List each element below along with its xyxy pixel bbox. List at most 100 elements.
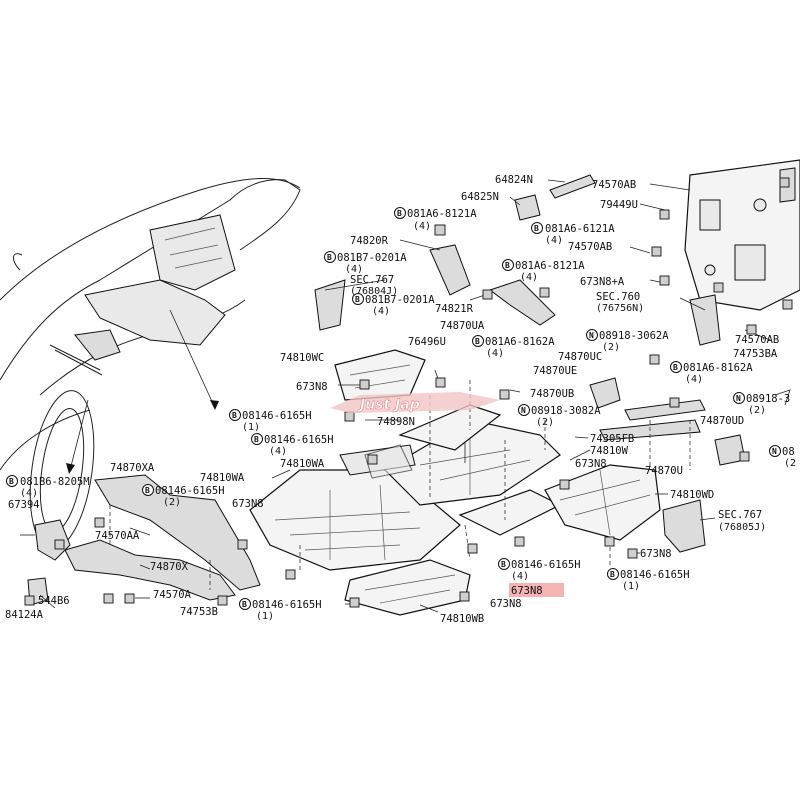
label-74870UB: 74870UB: [530, 388, 574, 400]
label-74810WA-b: 74810WA: [200, 472, 245, 484]
label-673N8-b: 673N8: [575, 458, 607, 470]
label-84124A: 84124A: [5, 609, 44, 621]
n-marker-letter: N: [521, 406, 526, 415]
label-64825N: 64825N: [461, 191, 499, 203]
label-sec767-b: SEC.767: [718, 509, 762, 521]
bolt-marker-letter: B: [327, 253, 332, 262]
watermark: Just Jap: [330, 392, 500, 413]
qty: (4): [511, 571, 529, 582]
qty: (4): [20, 488, 38, 499]
bolt-marker-letter: B: [534, 224, 539, 233]
label-74870X: 74870X: [150, 561, 189, 573]
bolt-marker: [352, 293, 364, 305]
callout-arrows: [66, 309, 219, 474]
bolt-marker-letter: B: [397, 209, 402, 218]
label-74570AB-top: 74570AB: [592, 179, 636, 191]
bolt-marker: [324, 251, 336, 263]
qty: (4): [545, 235, 563, 246]
bolt-marker-letter: B: [475, 337, 480, 346]
bolt-marker-letter: B: [355, 295, 360, 304]
label-74570AA: 74570AA: [95, 530, 140, 542]
label-74810WD: 74810WD: [670, 489, 714, 501]
label-08918-3082A: 08918-3082A: [531, 405, 601, 417]
label-76496U: 76496U: [408, 336, 446, 348]
bolt-marker-letter: B: [254, 435, 259, 444]
label-673N8-A: 673N8+A: [580, 276, 625, 288]
bolt-marker: [531, 222, 543, 234]
label-74753BA: 74753BA: [733, 348, 778, 360]
bolt-marker: [607, 568, 619, 580]
bolt-marker: [142, 484, 154, 496]
label-74810WA-a: 74810WA: [280, 458, 325, 470]
label-081A6-8121A-b: 081A6-8121A: [515, 260, 585, 272]
n-marker-letter: N: [589, 331, 594, 340]
label-74570AB-right: 74570AB: [735, 334, 779, 346]
bolt-marker: [498, 558, 510, 570]
label-08146-6165H-d: 08146-6165H: [511, 559, 581, 571]
label-74810WC: 74810WC: [280, 352, 324, 364]
label-081A6-8162A-b: 081A6-8162A: [683, 362, 753, 374]
highlight-box: [509, 583, 564, 597]
part-labels: 64824N 74570AB 79449U 64825N B 081A6-812…: [5, 174, 796, 625]
qty: (4): [345, 264, 363, 275]
bolt-marker-letter: B: [610, 570, 615, 579]
qty: (1): [622, 581, 640, 592]
bolt-marker-letter: B: [9, 477, 14, 486]
label-67394: 67394: [8, 499, 40, 511]
label-081B6-8205M: 081B6-8205M: [20, 476, 90, 488]
bolt-marker: [502, 259, 514, 271]
label-08146-6165H-a: 08146-6165H: [242, 410, 312, 422]
label-08-right: 08: [782, 446, 795, 458]
label-74870UA: 74870UA: [440, 320, 485, 332]
qty: (2: [784, 458, 796, 469]
label-081A6-6121A: 081A6-6121A: [545, 223, 615, 235]
label-74810WB: 74810WB: [440, 613, 484, 625]
bolt-marker: [472, 335, 484, 347]
label-081B7-0201A-b: 081B7-0201A: [365, 294, 435, 306]
bolt-marker-letter: B: [242, 600, 247, 609]
label-sec760-ref: (76756N): [596, 303, 644, 314]
label-08146-6165H-c: 08146-6165H: [155, 485, 225, 497]
label-74870XA: 74870XA: [110, 462, 155, 474]
bolt-marker: [251, 433, 263, 445]
bolt-marker-letter: B: [673, 363, 678, 372]
bolt-marker-letter: B: [505, 261, 510, 270]
qty: (2): [602, 342, 620, 353]
qty: (2): [536, 417, 554, 428]
label-74821R: 74821R: [435, 303, 474, 315]
qty: (4): [685, 374, 703, 385]
qty: (2): [163, 497, 181, 508]
n-marker: [518, 404, 530, 416]
bolt-marker: [394, 207, 406, 219]
label-sec760: SEC.760: [596, 291, 640, 303]
label-081A6-8162A: 081A6-8162A: [485, 336, 555, 348]
label-673N8-e: 673N8: [490, 598, 522, 610]
label-08146-6165H-f: 08146-6165H: [252, 599, 322, 611]
label-544B6: 544B6: [38, 595, 70, 607]
label-74898N: 74898N: [377, 416, 415, 428]
bolt-marker: [6, 475, 18, 487]
label-74570AB-mid: 74570AB: [568, 241, 612, 253]
n-marker: [769, 445, 781, 457]
qty: (4): [520, 272, 538, 283]
firewall-panel: [684, 159, 800, 346]
qty: (1): [242, 422, 260, 433]
label-79449U: 79449U: [600, 199, 638, 211]
label-74870UC: 74870UC: [558, 351, 602, 363]
bolt-marker-letter: B: [232, 411, 237, 420]
qty: (4): [269, 446, 287, 457]
qty: (1): [256, 611, 274, 622]
bolt-marker: [229, 409, 241, 421]
label-081A6-8121A: 081A6-8121A: [407, 208, 477, 220]
label-74820R: 74820R: [350, 235, 389, 247]
qty: (4): [486, 348, 504, 359]
undercover-panels: [249, 349, 661, 616]
label-673N8-a: 673N8: [296, 381, 328, 393]
label-673N8-c: 673N8: [232, 498, 264, 510]
label-08918-3-right: 08918-3: [746, 393, 790, 405]
label-08918-3062A: 08918-3062A: [599, 330, 669, 342]
label-673N8-highlighted: 673N8: [511, 585, 543, 597]
qty: (2): [748, 405, 766, 416]
